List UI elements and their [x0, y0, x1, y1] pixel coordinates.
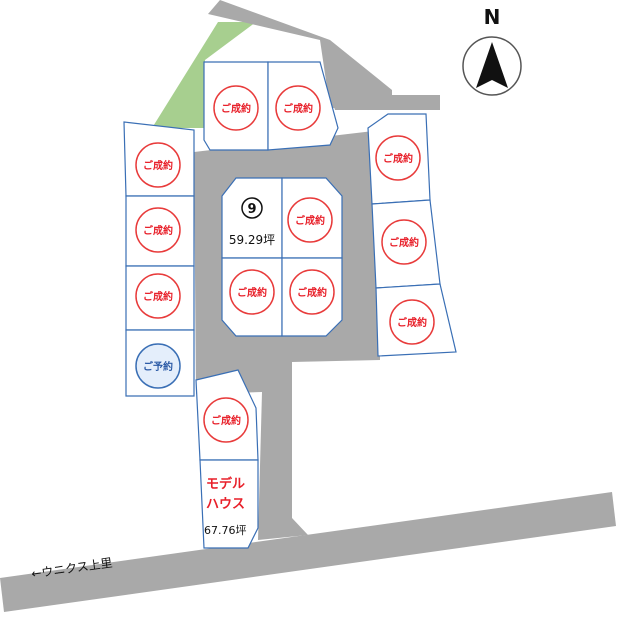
badge-center-se: ご成約	[289, 269, 335, 315]
north-label: N	[484, 5, 501, 29]
svg-text:ご成約: ご成約	[295, 214, 325, 227]
badge-left-2: ご成約	[135, 207, 181, 253]
svg-text:ご成約: ご成約	[211, 414, 241, 427]
north-arrow-icon	[476, 42, 508, 88]
badge-center-ne: ご成約	[287, 197, 333, 243]
lot-number: 9	[247, 202, 256, 217]
svg-text:ご成約: ご成約	[237, 286, 267, 299]
badge-right-2: ご成約	[381, 219, 427, 265]
badge-bottom-left-1: ご成約	[203, 397, 249, 443]
main-road	[0, 492, 616, 612]
badge-right-1: ご成約	[375, 135, 421, 181]
badge-left-3: ご成約	[135, 273, 181, 319]
svg-text:ご成約: ご成約	[397, 316, 427, 329]
svg-text:ご成約: ご成約	[143, 290, 173, 303]
svg-text:ご成約: ご成約	[283, 102, 313, 115]
model-house-area: 67.76坪	[204, 524, 247, 537]
model-house-title-1: モデル	[206, 476, 245, 492]
lot-area: 59.29坪	[229, 233, 275, 247]
badge-left-1: ご成約	[135, 142, 181, 188]
model-house-title-2: ハウス	[206, 497, 245, 512]
svg-text:ご成約: ご成約	[221, 102, 251, 115]
svg-text:ご成約: ご成約	[383, 152, 413, 165]
badge-top-left: ご成約	[213, 85, 259, 131]
north-road	[208, 0, 392, 108]
badge-center-sw: ご成約	[229, 269, 275, 315]
north-compass: N	[462, 5, 522, 96]
lot-model-house[interactable]	[199, 459, 259, 549]
lot-number-circle	[241, 197, 263, 219]
model-house-label: モデル ハウス 67.76坪	[204, 476, 247, 537]
svg-text:ご成約: ご成約	[143, 159, 173, 172]
badge-left-4-reserved: ご予約	[135, 343, 181, 389]
svg-text:ご成約: ご成約	[389, 236, 419, 249]
featured-lot-label: 9 59.29坪	[229, 197, 275, 247]
svg-text:ご成約: ご成約	[297, 286, 327, 299]
badge-right-3: ご成約	[389, 299, 435, 345]
north-road-ext	[330, 95, 440, 110]
svg-text:ご成約: ご成約	[143, 224, 173, 237]
badge-top-right: ご成約	[275, 85, 321, 131]
svg-text:ご予約: ご予約	[143, 360, 173, 373]
